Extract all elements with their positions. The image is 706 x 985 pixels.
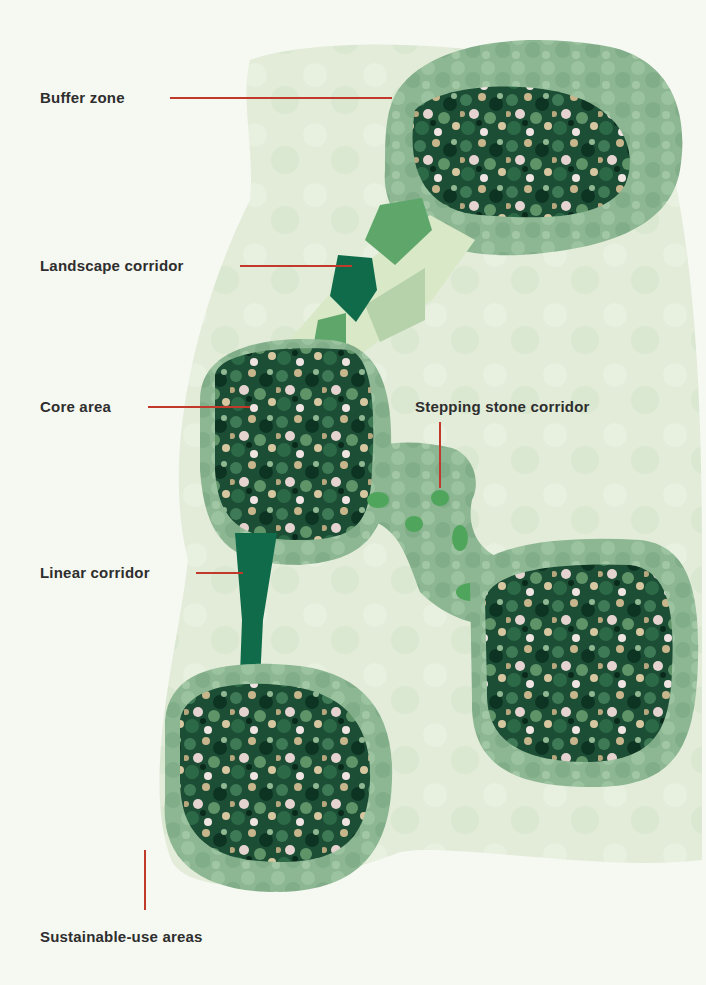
sustainable-use-area <box>159 44 702 885</box>
callout-label: Linear corridor <box>40 564 150 582</box>
landscape-corridor <box>365 198 432 265</box>
stepping-stone <box>452 525 468 551</box>
stepping-stone <box>367 492 389 508</box>
leader-line <box>240 265 352 267</box>
leader-line <box>144 850 146 910</box>
leader-line <box>148 406 250 408</box>
buffer-zone <box>165 664 393 892</box>
core-area <box>215 348 373 540</box>
buffer-zone <box>470 539 698 787</box>
buffer-zone <box>200 339 391 565</box>
leader-line <box>196 572 243 574</box>
leader-line <box>439 422 441 488</box>
callout-label: Landscape corridor <box>40 257 184 275</box>
leader-line <box>170 97 392 99</box>
stepping-stone <box>431 490 449 506</box>
core-area <box>180 684 370 862</box>
callout-label: Buffer zone <box>40 89 125 107</box>
core-area <box>485 564 673 762</box>
core-area <box>413 87 630 218</box>
callout-label: Sustainable-use areas <box>40 928 203 946</box>
callout-label: Stepping stone corridor <box>415 398 590 416</box>
callout-label: Core area <box>40 398 111 416</box>
stepping-stone <box>405 516 423 532</box>
